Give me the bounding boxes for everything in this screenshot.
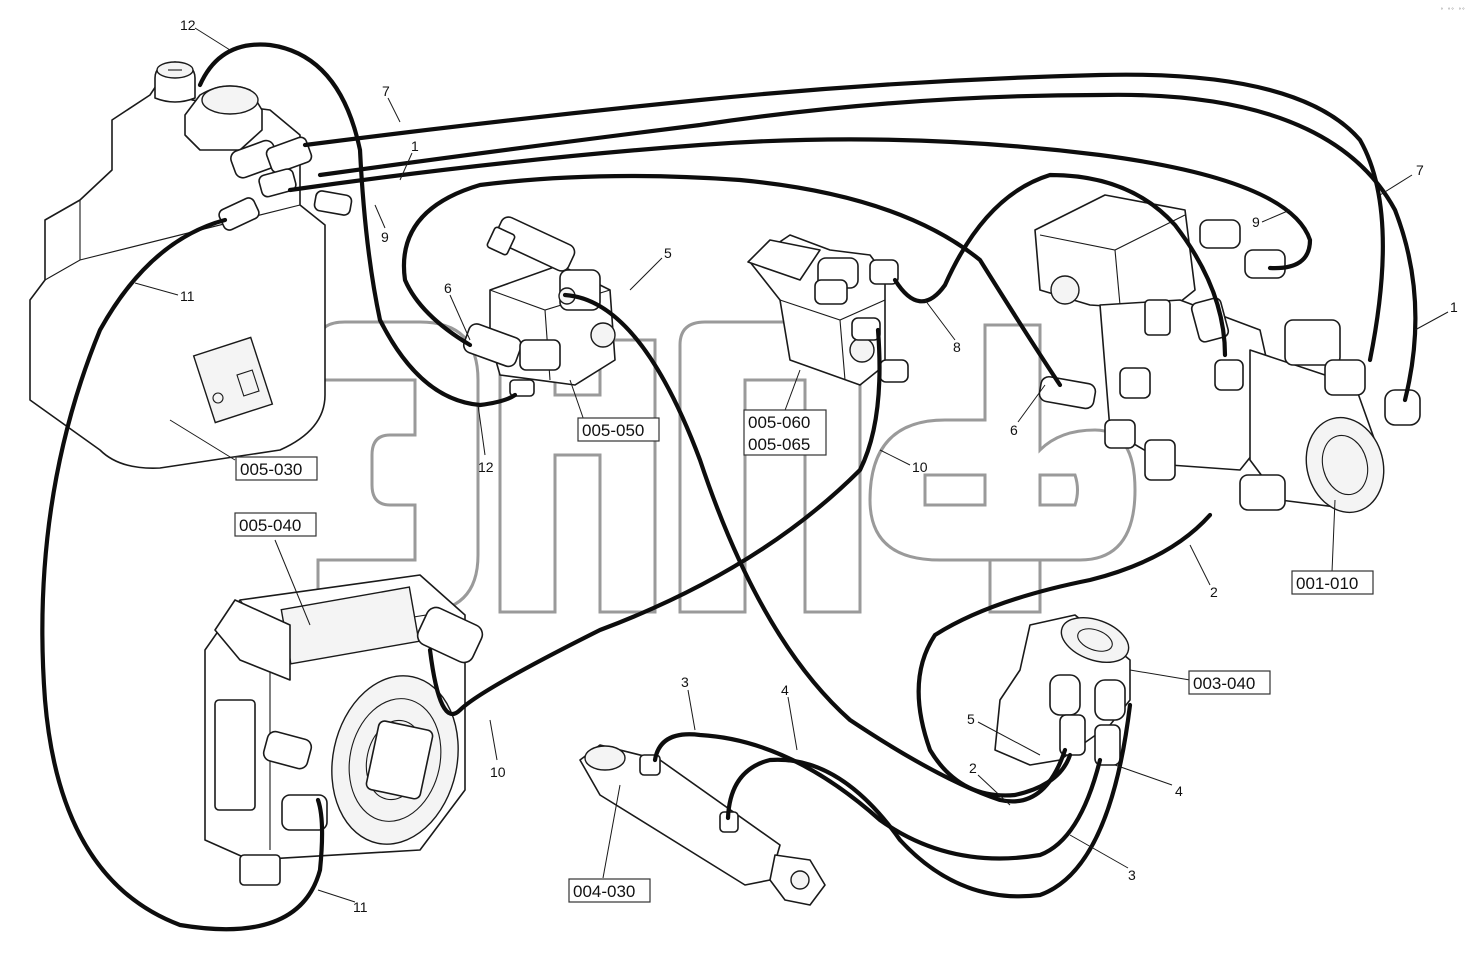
watermark (316, 320, 1137, 614)
ref-box-005-050: 005-050 (577, 417, 660, 442)
solenoid-valve (462, 216, 616, 397)
callout-1-left: 1 (411, 138, 419, 154)
ref-box-004-030: 004-030 (568, 878, 651, 903)
callout-8: 8 (953, 339, 961, 355)
svg-text:004-030: 004-030 (573, 882, 635, 901)
callout-11-cooler: 11 (353, 899, 368, 915)
callout-1-pump: 1 (1450, 299, 1458, 315)
svg-text:005-060: 005-060 (748, 413, 810, 432)
corner-note: ° °° °° (1440, 7, 1465, 14)
hydrostatic-pump (1034, 194, 1421, 514)
callout-12-top: 12 (180, 17, 196, 33)
callout-7-left: 7 (382, 83, 390, 99)
callout-7-pump: 7 (1416, 162, 1424, 178)
hydraulic-motor (994, 614, 1131, 766)
callout-4-motor: 4 (1175, 783, 1183, 799)
svg-text:005-050: 005-050 (582, 421, 644, 440)
filler-cap (154, 61, 196, 103)
ref-box-005-040: 005-040 (234, 512, 317, 537)
svg-text:005-065: 005-065 (748, 435, 810, 454)
svg-text:005-030: 005-030 (240, 460, 302, 479)
callout-2-motor: 2 (969, 760, 977, 776)
callout-10-valve: 10 (912, 459, 928, 475)
ref-box-005-060-065: 005-060 005-065 (743, 409, 827, 456)
hydraulic-tank (29, 79, 326, 469)
return-filter (184, 85, 353, 231)
svg-text:003-040: 003-040 (1193, 674, 1255, 693)
callout-6-pump: 6 (1010, 422, 1018, 438)
callout-4-cylinder: 4 (781, 682, 789, 698)
ref-box-005-030: 005-030 (235, 456, 318, 481)
callout-3-motor: 3 (1128, 867, 1136, 883)
hoses (40, 42, 1418, 932)
callout-3-cylinder: 3 (681, 674, 689, 690)
hydraulic-cylinder (579, 744, 826, 906)
callout-11-tank: 11 (180, 288, 195, 304)
ref-box-003-040: 003-040 (1188, 670, 1271, 695)
valve-block (747, 234, 909, 386)
ref-box-001-010: 001-010 (1291, 570, 1374, 595)
svg-text:001-010: 001-010 (1296, 574, 1358, 593)
callout-numbers: 12 7 1 9 11 6 5 12 8 10 6 9 7 1 2 10 3 4… (180, 17, 1458, 915)
callout-10-cooler: 10 (490, 764, 506, 780)
reference-codes: 005-030 005-040 005-050 005-060 005-065 … (234, 409, 1374, 903)
callout-9-left: 9 (381, 229, 389, 245)
callout-6-solenoid: 6 (444, 280, 452, 296)
callout-12-bottom: 12 (478, 459, 494, 475)
callout-5-solenoid: 5 (664, 245, 672, 261)
callout-2-pump: 2 (1210, 584, 1218, 600)
oil-cooler (204, 574, 484, 886)
callout-5-motor: 5 (967, 711, 975, 727)
callout-9-pump: 9 (1252, 214, 1260, 230)
svg-text:005-040: 005-040 (239, 516, 301, 535)
